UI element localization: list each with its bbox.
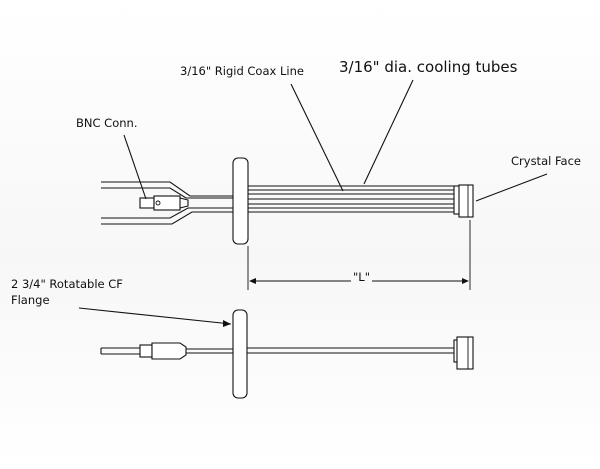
bnc-connector xyxy=(139,195,189,211)
leader-cooling xyxy=(363,79,414,185)
side-probe-assembly xyxy=(100,309,474,399)
side-crystal-head xyxy=(453,336,474,370)
tube-bundle xyxy=(248,185,456,213)
leader-crystal xyxy=(475,173,548,202)
cooling-tubes-label: 3/16" dia. cooling tubes xyxy=(339,58,518,76)
cooling-tube-left-lower xyxy=(101,207,234,219)
top-probe-assembly xyxy=(101,157,474,245)
crystal-face-label: Crystal Face xyxy=(511,154,581,168)
leader-lines xyxy=(78,79,548,327)
cooling-tube-left-upper xyxy=(101,181,234,197)
leader-bnc xyxy=(123,134,147,200)
coax-line-label: 3/16" Rigid Coax Line xyxy=(180,64,304,78)
flange-label-line2: Flange xyxy=(11,293,50,307)
bnc-connector-label: BNC Conn. xyxy=(76,116,138,130)
leader-flange xyxy=(78,307,232,325)
length-label: "L" xyxy=(351,270,372,285)
side-flange xyxy=(232,309,248,399)
top-crystal-head xyxy=(453,184,474,218)
cooling-tube-left-lower-inner xyxy=(101,211,234,225)
cooling-tube-left-upper-inner xyxy=(101,187,234,199)
flange-label-line1: 2 3/4" Rotatable CF xyxy=(11,277,123,291)
leader-coax xyxy=(290,83,344,192)
top-flange xyxy=(232,157,249,245)
